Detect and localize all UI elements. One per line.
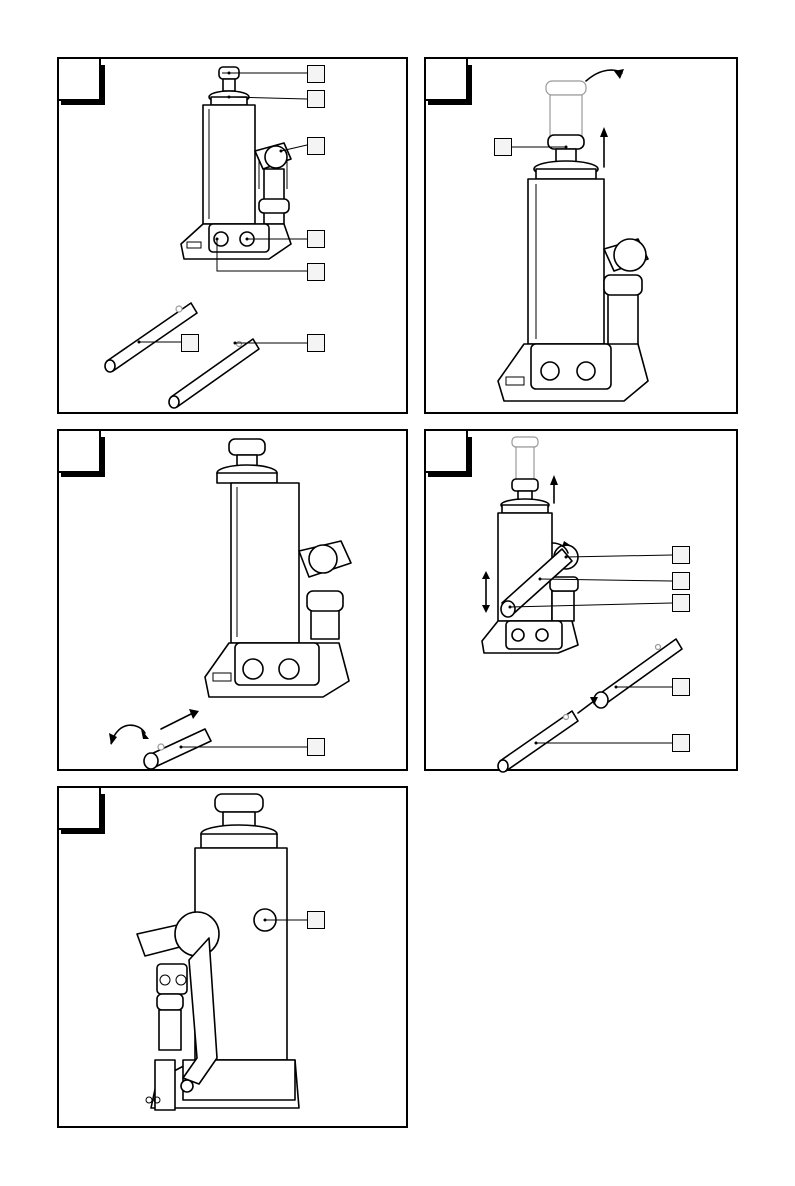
- callout-box: [307, 738, 325, 756]
- callout-box: [672, 734, 690, 752]
- callout-box: [672, 572, 690, 590]
- jack-rear-drawing: [59, 788, 410, 1130]
- panel-oil-plug: [57, 786, 408, 1128]
- panel-parts-overview: [57, 57, 408, 414]
- callout-box: [672, 594, 690, 612]
- callout-box: [307, 263, 325, 281]
- jack-handle-drawing: [59, 431, 410, 773]
- callout-box: [307, 65, 325, 83]
- callout-box: [307, 137, 325, 155]
- callout-box: [307, 90, 325, 108]
- callout-box: [672, 546, 690, 564]
- jack-insert-drawing: [426, 431, 740, 773]
- panel-handle-twist: [57, 429, 408, 771]
- callout-box: [307, 334, 325, 352]
- callout-box: [307, 230, 325, 248]
- panel-raise-ram: [424, 57, 738, 414]
- callout-box: [494, 138, 512, 156]
- jack-raise-drawing: [426, 59, 740, 416]
- jack-parts-drawing: [59, 59, 410, 416]
- panel-handle-insert: [424, 429, 738, 771]
- callout-box: [307, 911, 325, 929]
- callout-box: [181, 334, 199, 352]
- callout-box: [672, 678, 690, 696]
